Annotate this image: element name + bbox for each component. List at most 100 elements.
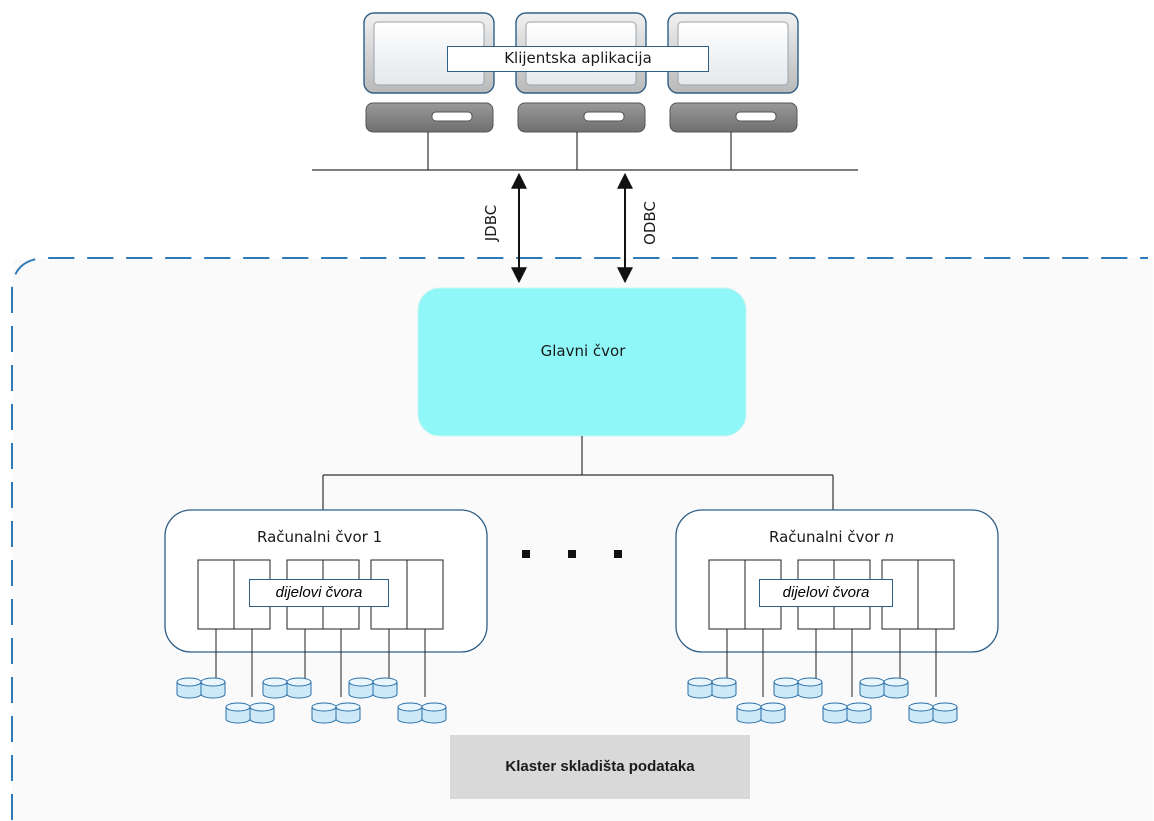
disk-top (397, 702, 423, 712)
disk-icon (883, 677, 909, 699)
node-partition (917, 559, 955, 630)
disk-body (335, 707, 361, 724)
disk-icon (200, 677, 226, 699)
node-partition (708, 559, 746, 630)
disk-icon (797, 677, 823, 699)
disk-icon (348, 677, 374, 699)
disk-top (822, 702, 848, 712)
disk-top (687, 677, 713, 687)
ellipsis-dot-2 (568, 550, 576, 558)
disk-top (883, 677, 909, 687)
disk-top (286, 677, 312, 687)
disk-top (711, 677, 737, 687)
disk-body (736, 707, 762, 724)
compute-nodes (164, 509, 999, 724)
disk-body (421, 707, 447, 724)
cluster-label: Klaster skladišta podataka (450, 735, 750, 799)
disk-top (846, 702, 872, 712)
client-app-label: Klijentska aplikacija (447, 46, 709, 72)
disk-top (311, 702, 337, 712)
disk-top (262, 677, 288, 687)
node-partition (197, 559, 235, 630)
disk-top (736, 702, 762, 712)
disk-icon (711, 677, 737, 699)
disk-top (859, 677, 885, 687)
cluster-boundary-stroke (11, 257, 1148, 820)
disk-icon (372, 677, 398, 699)
computer-base-icon (365, 102, 494, 133)
disk-group (176, 629, 447, 724)
disk-body (760, 707, 786, 724)
workstation-3 (667, 12, 799, 133)
disk-top (200, 677, 226, 687)
compute-node-1-title-suffix: 1 (372, 528, 383, 546)
disk-icon (822, 702, 848, 724)
compute-node-n-parts-label: dijelovi čvora (759, 579, 893, 607)
disk-body (200, 682, 226, 699)
disk-icon (311, 702, 337, 724)
disk-top (225, 702, 251, 712)
disk-icon (249, 702, 275, 724)
computer-base-icon (517, 102, 646, 133)
main-node-box (417, 287, 747, 437)
disk-icon (687, 677, 713, 699)
main-node-label: Glavni čvor (540, 342, 626, 360)
disk-icon (773, 677, 799, 699)
drive-slot-icon (431, 111, 473, 122)
odbc-label: ODBC (641, 201, 659, 245)
disk-top (797, 677, 823, 687)
compute-node-1-title-prefix: Računalni čvor (257, 528, 368, 546)
disk-body (176, 682, 202, 699)
workstation-1 (363, 12, 495, 133)
disk-body (908, 707, 934, 724)
disk-body (348, 682, 374, 699)
disk-body (822, 707, 848, 724)
ellipsis-dot-3 (614, 550, 622, 558)
disk-top (372, 677, 398, 687)
disk-body (711, 682, 737, 699)
compute-node-n-title-prefix: Računalni čvor (769, 528, 880, 546)
client-workstations (363, 12, 799, 133)
disk-body (249, 707, 275, 724)
disk-icon (262, 677, 288, 699)
disk-icon (859, 677, 885, 699)
jdbc-label: JDBC (482, 204, 500, 242)
disk-body (687, 682, 713, 699)
disk-body (773, 682, 799, 699)
disk-icon (286, 677, 312, 699)
disk-group (687, 629, 958, 724)
disk-icon (932, 702, 958, 724)
disk-icon (846, 702, 872, 724)
disk-icon (908, 702, 934, 724)
disk-icon (421, 702, 447, 724)
disk-icon (397, 702, 423, 724)
disk-body (225, 707, 251, 724)
disk-body (262, 682, 288, 699)
disk-body (932, 707, 958, 724)
computer-base-icon (669, 102, 798, 133)
node-partition (744, 559, 782, 630)
compute-node-1-parts-label: dijelovi čvora (249, 579, 389, 607)
disk-top (176, 677, 202, 687)
node-partition (406, 559, 444, 630)
disk-top (249, 702, 275, 712)
disk-top (335, 702, 361, 712)
ellipsis-dot-1 (522, 550, 530, 558)
disk-top (932, 702, 958, 712)
disk-body (797, 682, 823, 699)
disk-body (311, 707, 337, 724)
disk-top (348, 677, 374, 687)
disk-icon (176, 677, 202, 699)
workstation-2 (515, 12, 647, 133)
disk-body (859, 682, 885, 699)
disk-icon (225, 702, 251, 724)
drive-slot-icon (583, 111, 625, 122)
disk-top (908, 702, 934, 712)
compute-node-n-title-suffix: n (884, 528, 895, 546)
disk-icon (335, 702, 361, 724)
disk-top (421, 702, 447, 712)
disk-body (397, 707, 423, 724)
disk-icon (760, 702, 786, 724)
disk-body (372, 682, 398, 699)
